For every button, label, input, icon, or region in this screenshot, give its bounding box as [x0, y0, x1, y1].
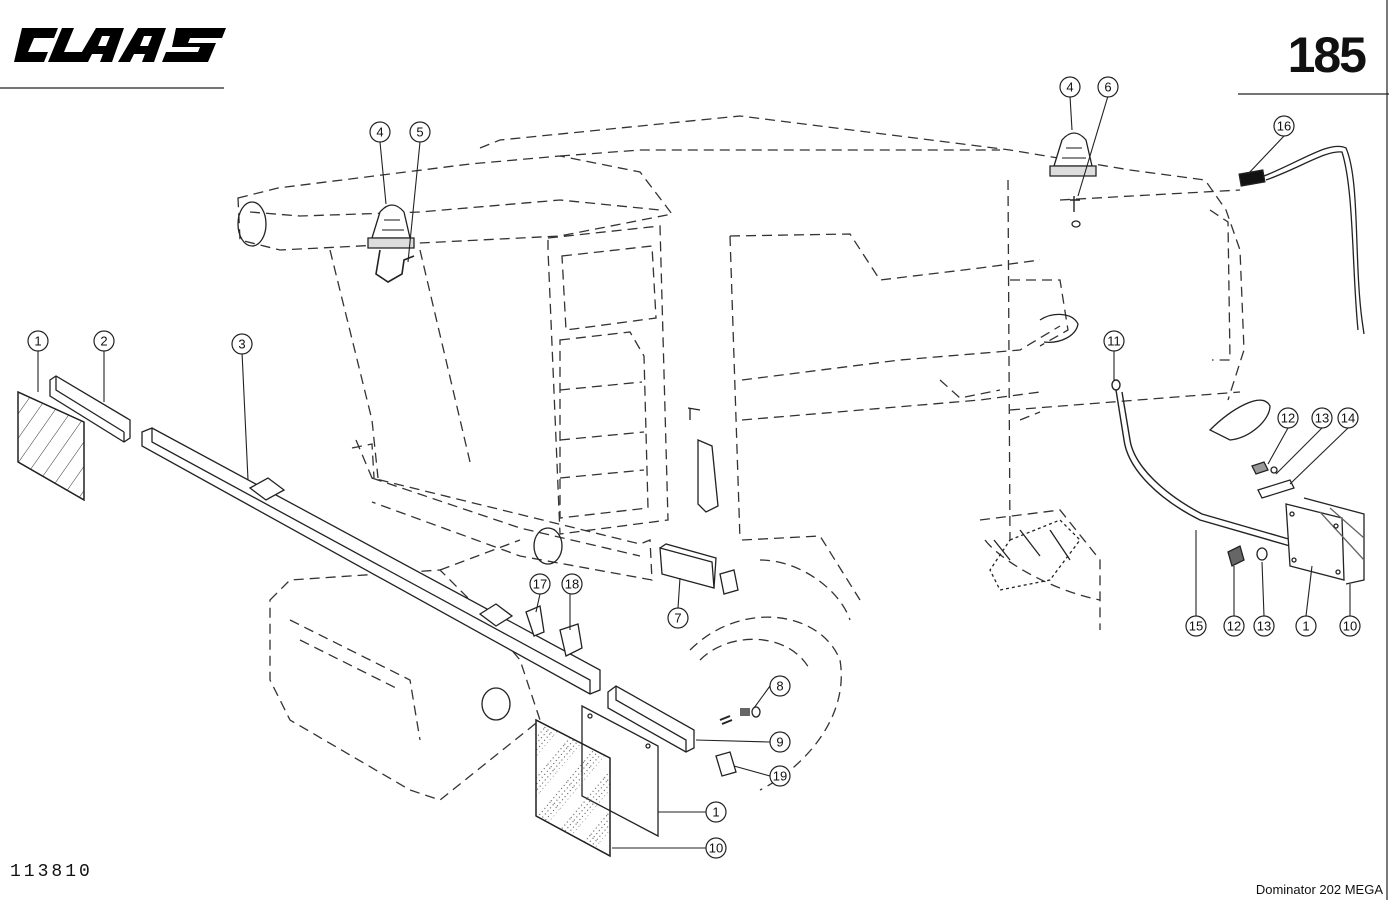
callout-label: 7 [674, 611, 681, 626]
callout-3: 3 [231, 333, 253, 355]
callout-circle [231, 333, 253, 355]
callout-circle [27, 330, 49, 352]
warning-plates-bottom [535, 704, 659, 858]
callout-circle [1295, 615, 1317, 637]
warning-plate-right [1285, 497, 1365, 585]
short-bracket-right [607, 685, 761, 753]
callout-1: 1 [705, 801, 727, 823]
drawing-number: 113810 [10, 862, 93, 882]
callout-circle [1185, 615, 1207, 637]
callout-label: 8 [776, 679, 783, 694]
callout-18: 18 [561, 573, 583, 595]
callout-label: 13 [1315, 411, 1329, 426]
callout-circle [529, 573, 551, 595]
long-carrier-bar [141, 427, 601, 695]
callout-circle [369, 121, 391, 143]
callout-circle [1253, 615, 1275, 637]
callout-circle [561, 573, 583, 595]
callout-13: 13 [1253, 615, 1275, 637]
callout-circle [1337, 407, 1359, 429]
callout-label: 12 [1227, 619, 1241, 634]
callout-label: 2 [100, 334, 107, 349]
callout-label: 4 [1066, 80, 1073, 95]
callout-circle [1273, 115, 1295, 137]
callout-15: 15 [1185, 615, 1207, 637]
short-bracket-left [49, 375, 131, 443]
callout-circle [705, 837, 727, 859]
callout-label: 3 [238, 337, 245, 352]
callout-label: 12 [1281, 411, 1295, 426]
callout-label: 17 [533, 577, 547, 592]
beacon-lamp-right [1049, 132, 1097, 228]
callout-7: 7 [667, 607, 689, 629]
callout-10: 10 [705, 837, 727, 859]
callout-circle [667, 607, 689, 629]
callout-circle [1339, 615, 1361, 637]
clip-part [715, 751, 737, 777]
leader-lines [37, 95, 1351, 849]
callout-circle [1097, 76, 1119, 98]
callout-13: 13 [1311, 407, 1333, 429]
machine-solid-details [237, 201, 1271, 721]
callout-circle [1059, 76, 1081, 98]
callout-label: 14 [1341, 411, 1355, 426]
model-name: Dominator 202 MEGA [1255, 882, 1383, 897]
brackets-17-18 [525, 605, 583, 657]
callout-label: 11 [1107, 334, 1121, 349]
callout-circle [1311, 407, 1333, 429]
callout-4: 4 [369, 121, 391, 143]
callout-12: 12 [1223, 615, 1245, 637]
callout-16: 16 [1273, 115, 1295, 137]
callout-6: 6 [1097, 76, 1119, 98]
callout-label: 5 [416, 125, 423, 140]
callout-label: 9 [776, 735, 783, 750]
callout-circle [769, 765, 791, 787]
mounting-arm [1111, 379, 1293, 547]
callout-label: 18 [565, 577, 579, 592]
callout-label: 10 [1343, 619, 1357, 634]
callout-10: 10 [1339, 615, 1361, 637]
callout-12: 12 [1277, 407, 1299, 429]
callout-label: 1 [712, 805, 719, 820]
callout-1: 1 [1295, 615, 1317, 637]
callout-label: 1 [1302, 619, 1309, 634]
callout-8: 8 [769, 675, 791, 697]
callout-circle [705, 801, 727, 823]
claas-logo [14, 28, 226, 62]
callout-label: 4 [376, 125, 383, 140]
callout-label: 16 [1277, 119, 1291, 134]
callout-2: 2 [93, 330, 115, 352]
callout-4: 4 [1059, 76, 1081, 98]
callout-circle [1277, 407, 1299, 429]
callout-circle [769, 731, 791, 753]
callout-5: 5 [409, 121, 431, 143]
small-fasteners-right [1227, 461, 1295, 567]
cable-harness [1238, 145, 1365, 335]
warning-plate-left [17, 390, 85, 502]
callout-label: 13 [1257, 619, 1271, 634]
callout-label: 15 [1189, 619, 1203, 634]
tail-lamp-housing [659, 543, 739, 595]
callout-14: 14 [1337, 407, 1359, 429]
callout-circle [1103, 330, 1125, 352]
callout-11: 11 [1103, 330, 1125, 352]
callout-label: 19 [773, 769, 787, 784]
callout-label: 6 [1104, 80, 1111, 95]
callout-label: 10 [709, 841, 723, 856]
callout-9: 9 [769, 731, 791, 753]
callout-17: 17 [529, 573, 551, 595]
page-number: 185 [1287, 27, 1367, 83]
callout-19: 19 [769, 765, 791, 787]
callout-circle [1223, 615, 1245, 637]
callout-1: 1 [27, 330, 49, 352]
callout-circle [769, 675, 791, 697]
callout-circle [409, 121, 431, 143]
callout-label: 1 [34, 334, 41, 349]
beacon-lamp-left [367, 204, 415, 283]
callout-circle [93, 330, 115, 352]
